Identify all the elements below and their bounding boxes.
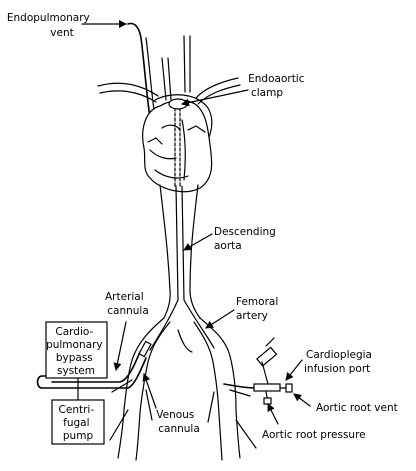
label-centrifugal-pump: Centri- fugal pump (59, 404, 98, 442)
anatomy-illustration (36, 22, 293, 461)
heart (142, 99, 213, 193)
label-descending-aorta: Descending aorta (214, 226, 279, 252)
aortic-root-assembly (223, 337, 293, 405)
iliac-femoral-arteries (109, 299, 257, 461)
aortic-arch-branches (97, 35, 241, 141)
cardioplegia-syringe (256, 346, 278, 367)
label-arterial-cannula: Arterial cannula (105, 291, 149, 317)
label-endopulmonary-vent: Endopulmonary vent (7, 12, 93, 39)
label-endoaortic-clamp: Endoaortic clamp (248, 73, 308, 99)
cardiopulmonary-bypass-box (45, 321, 108, 379)
endopulmonary-vent-catheter (127, 22, 151, 119)
label-aortic-root-pressure: Aortic root pressure (262, 429, 366, 441)
leader-arrows (81, 20, 311, 425)
bypass-tubing (36, 340, 152, 389)
descending-aorta (159, 184, 201, 319)
label-venous-cannula: Venous cannula (156, 409, 199, 435)
label-cardiopulmonary-bypass: Cardio- pulmonary bypass system (46, 326, 106, 377)
label-aortic-root-vent: Aortic root vent (316, 402, 398, 414)
label-cardioplegia-port: Cardioplegia infusion port (304, 349, 375, 375)
label-femoral-artery: Femoral artery (236, 296, 282, 322)
centrifugal-pump-box (51, 399, 105, 445)
